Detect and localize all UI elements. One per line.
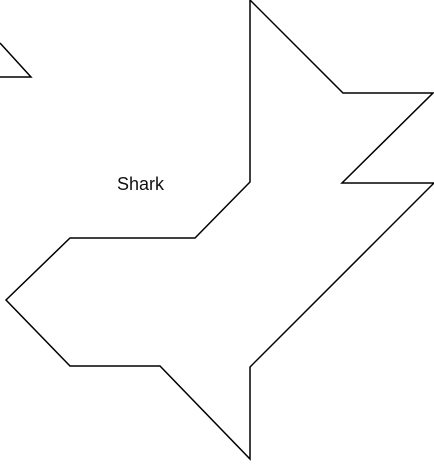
shark-silhouette-shape xyxy=(6,0,434,459)
partial-triangle-shape xyxy=(0,43,31,77)
figure-label: Shark xyxy=(117,175,164,193)
